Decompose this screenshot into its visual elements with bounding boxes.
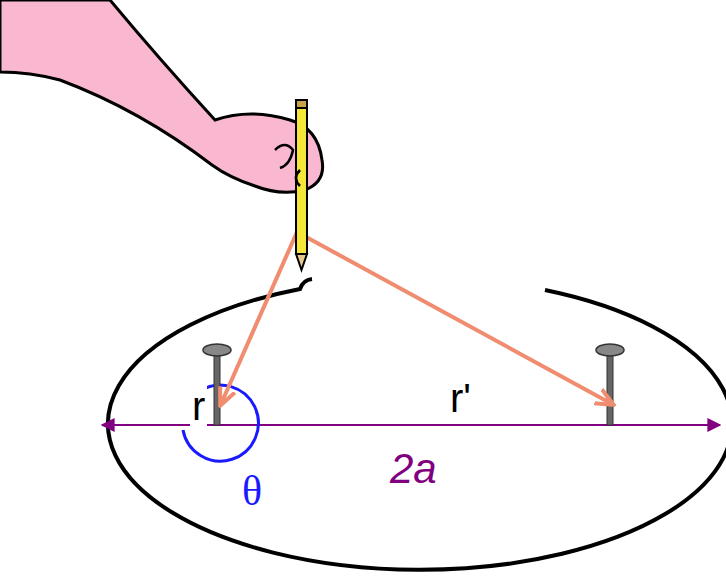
angle-label: θ bbox=[240, 470, 264, 512]
axis-label: 2a bbox=[388, 448, 439, 490]
finger bbox=[296, 170, 300, 186]
string bbox=[221, 232, 297, 404]
finger bbox=[275, 145, 293, 168]
hand bbox=[0, 0, 323, 192]
angle-arc bbox=[183, 385, 258, 461]
pencil bbox=[296, 100, 307, 270]
distance-label: r bbox=[190, 386, 207, 426]
distance-label: r' bbox=[448, 378, 473, 418]
nail bbox=[596, 344, 624, 425]
